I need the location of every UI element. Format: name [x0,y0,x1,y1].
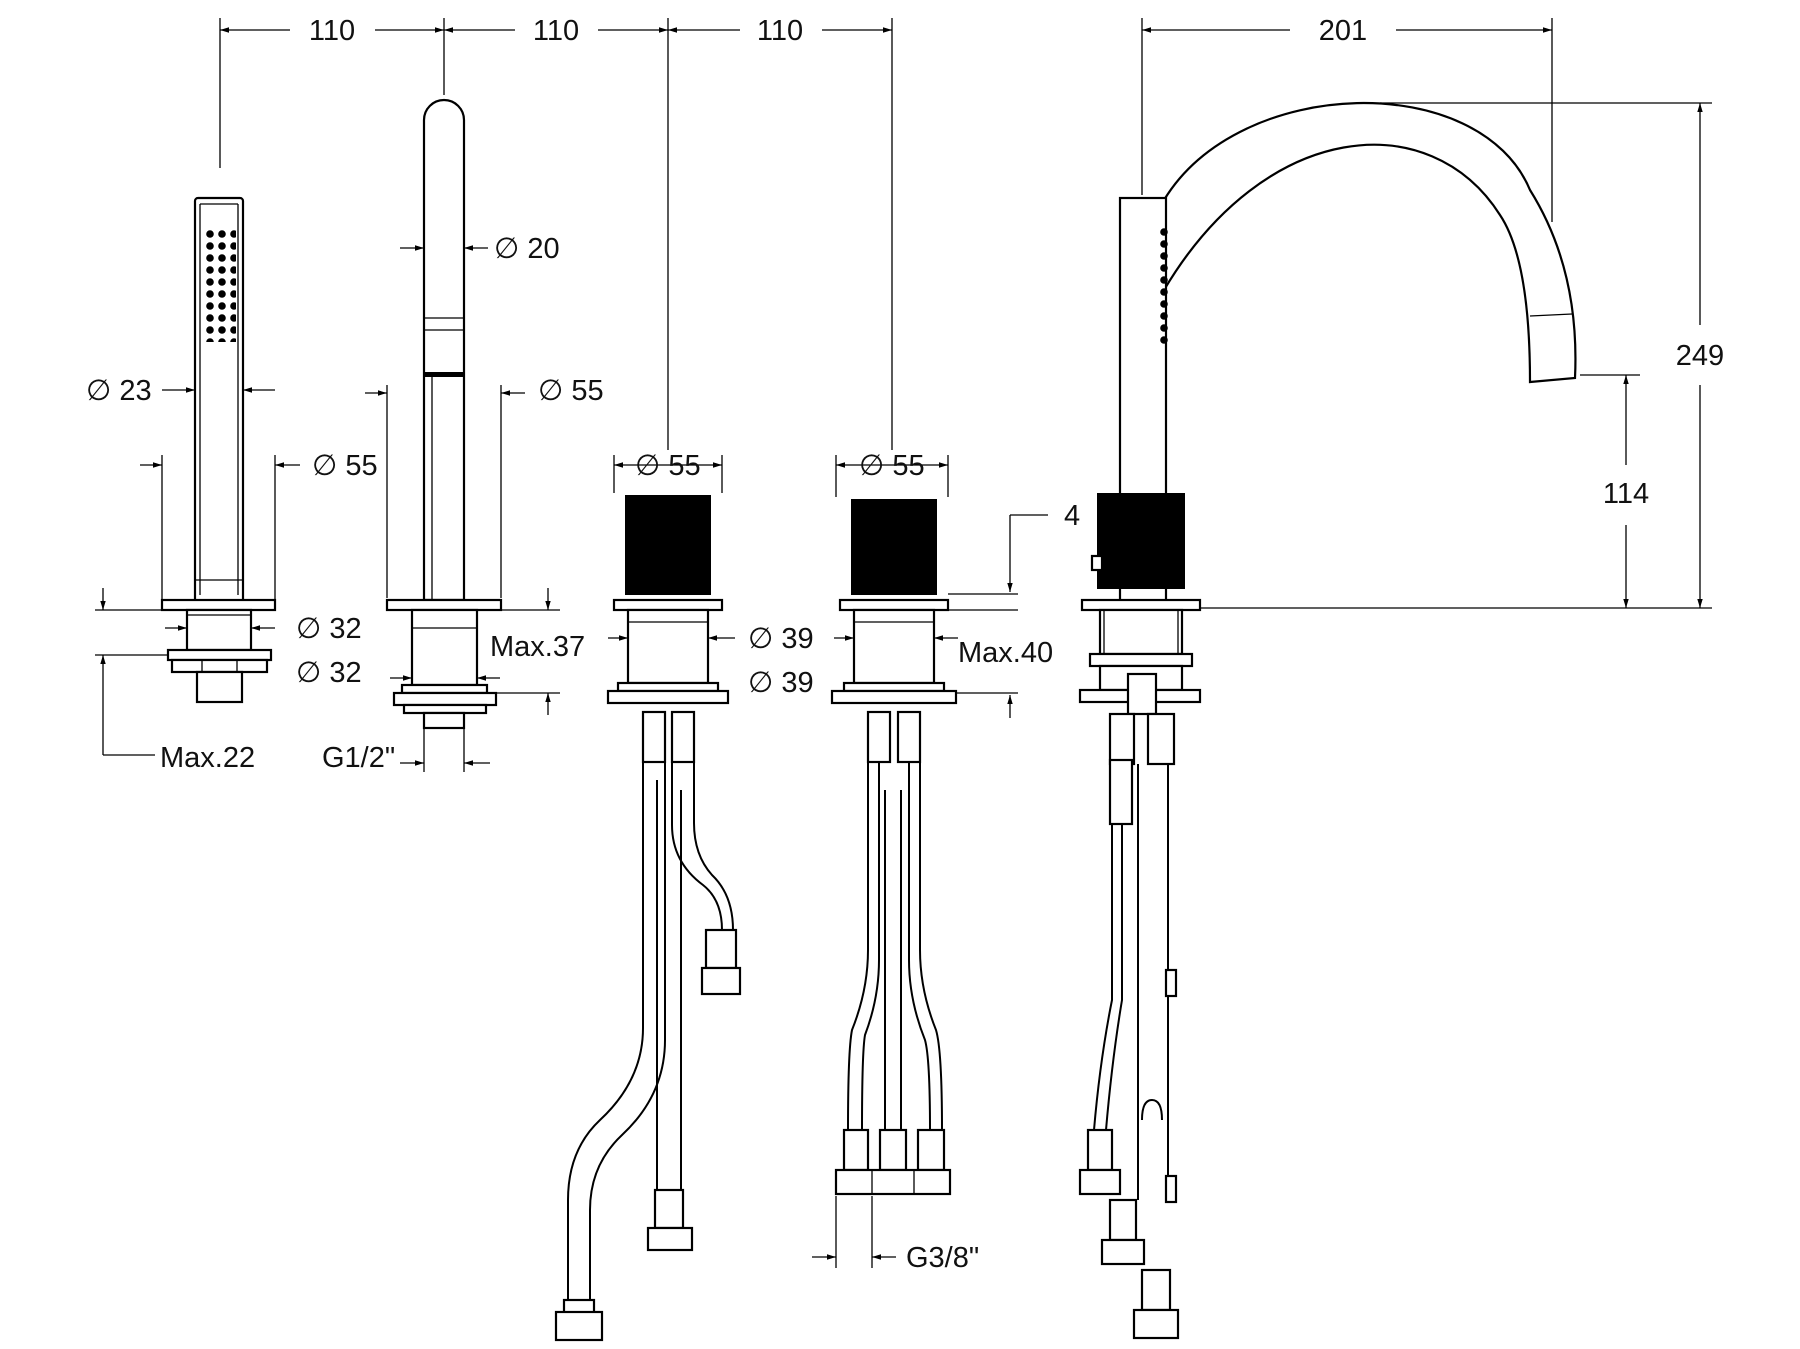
hand-shower-dimensions [95,387,300,756]
handshower-shank-diameter-2-label: ∅ 32 [296,657,362,689]
spacing-1-label: 110 [309,15,355,47]
handle-gap-label: 4 [1064,500,1080,532]
hand-shower [160,196,277,704]
shower-holder [385,98,503,730]
spout-height-label: 249 [1676,340,1724,372]
handle-right-diameter-label: ∅ 55 [859,450,925,482]
spacing-2-label: 110 [533,15,579,47]
holder-thread-label: G1/2" [322,742,395,774]
handle-max-deck-label: Max.40 [958,637,1053,669]
handshower-shank-diameter-1-label: ∅ 32 [296,613,362,645]
holder-max-deck-label: Max.37 [490,631,585,663]
handshower-max-deck-label: Max.22 [160,742,255,774]
spout-aerator-icon [1160,228,1168,344]
right-mixer-handle [830,499,958,1196]
top-spacing-dimensions [219,18,893,450]
left-handle-dimensions [608,455,735,641]
holder-tube-diameter-label: ∅ 20 [494,233,560,265]
swivel-spout [1078,101,1577,1340]
handle-left-shank-1-label: ∅ 39 [748,623,814,655]
hose-thread-label: G3/8" [906,1242,979,1274]
handle-left-shank-2-label: ∅ 39 [748,667,814,699]
spout-outlet-height-label: 114 [1603,478,1649,510]
spout-reach-label: 201 [1319,15,1367,47]
handle-left-diameter-label: ∅ 55 [635,450,701,482]
handshower-diameter-label: ∅ 23 [86,375,152,407]
spacing-3-label: 110 [757,15,803,47]
shower-nozzles-icon [203,226,236,342]
right-handle-dimensions [812,455,1048,1268]
holder-base-diameter-label: ∅ 55 [538,375,604,407]
left-mixer-handle [554,495,742,1342]
shower-holder-dimensions [365,245,560,772]
handshower-base-diameter-label: ∅ 55 [312,450,378,482]
spout-dimensions [1141,18,1712,609]
